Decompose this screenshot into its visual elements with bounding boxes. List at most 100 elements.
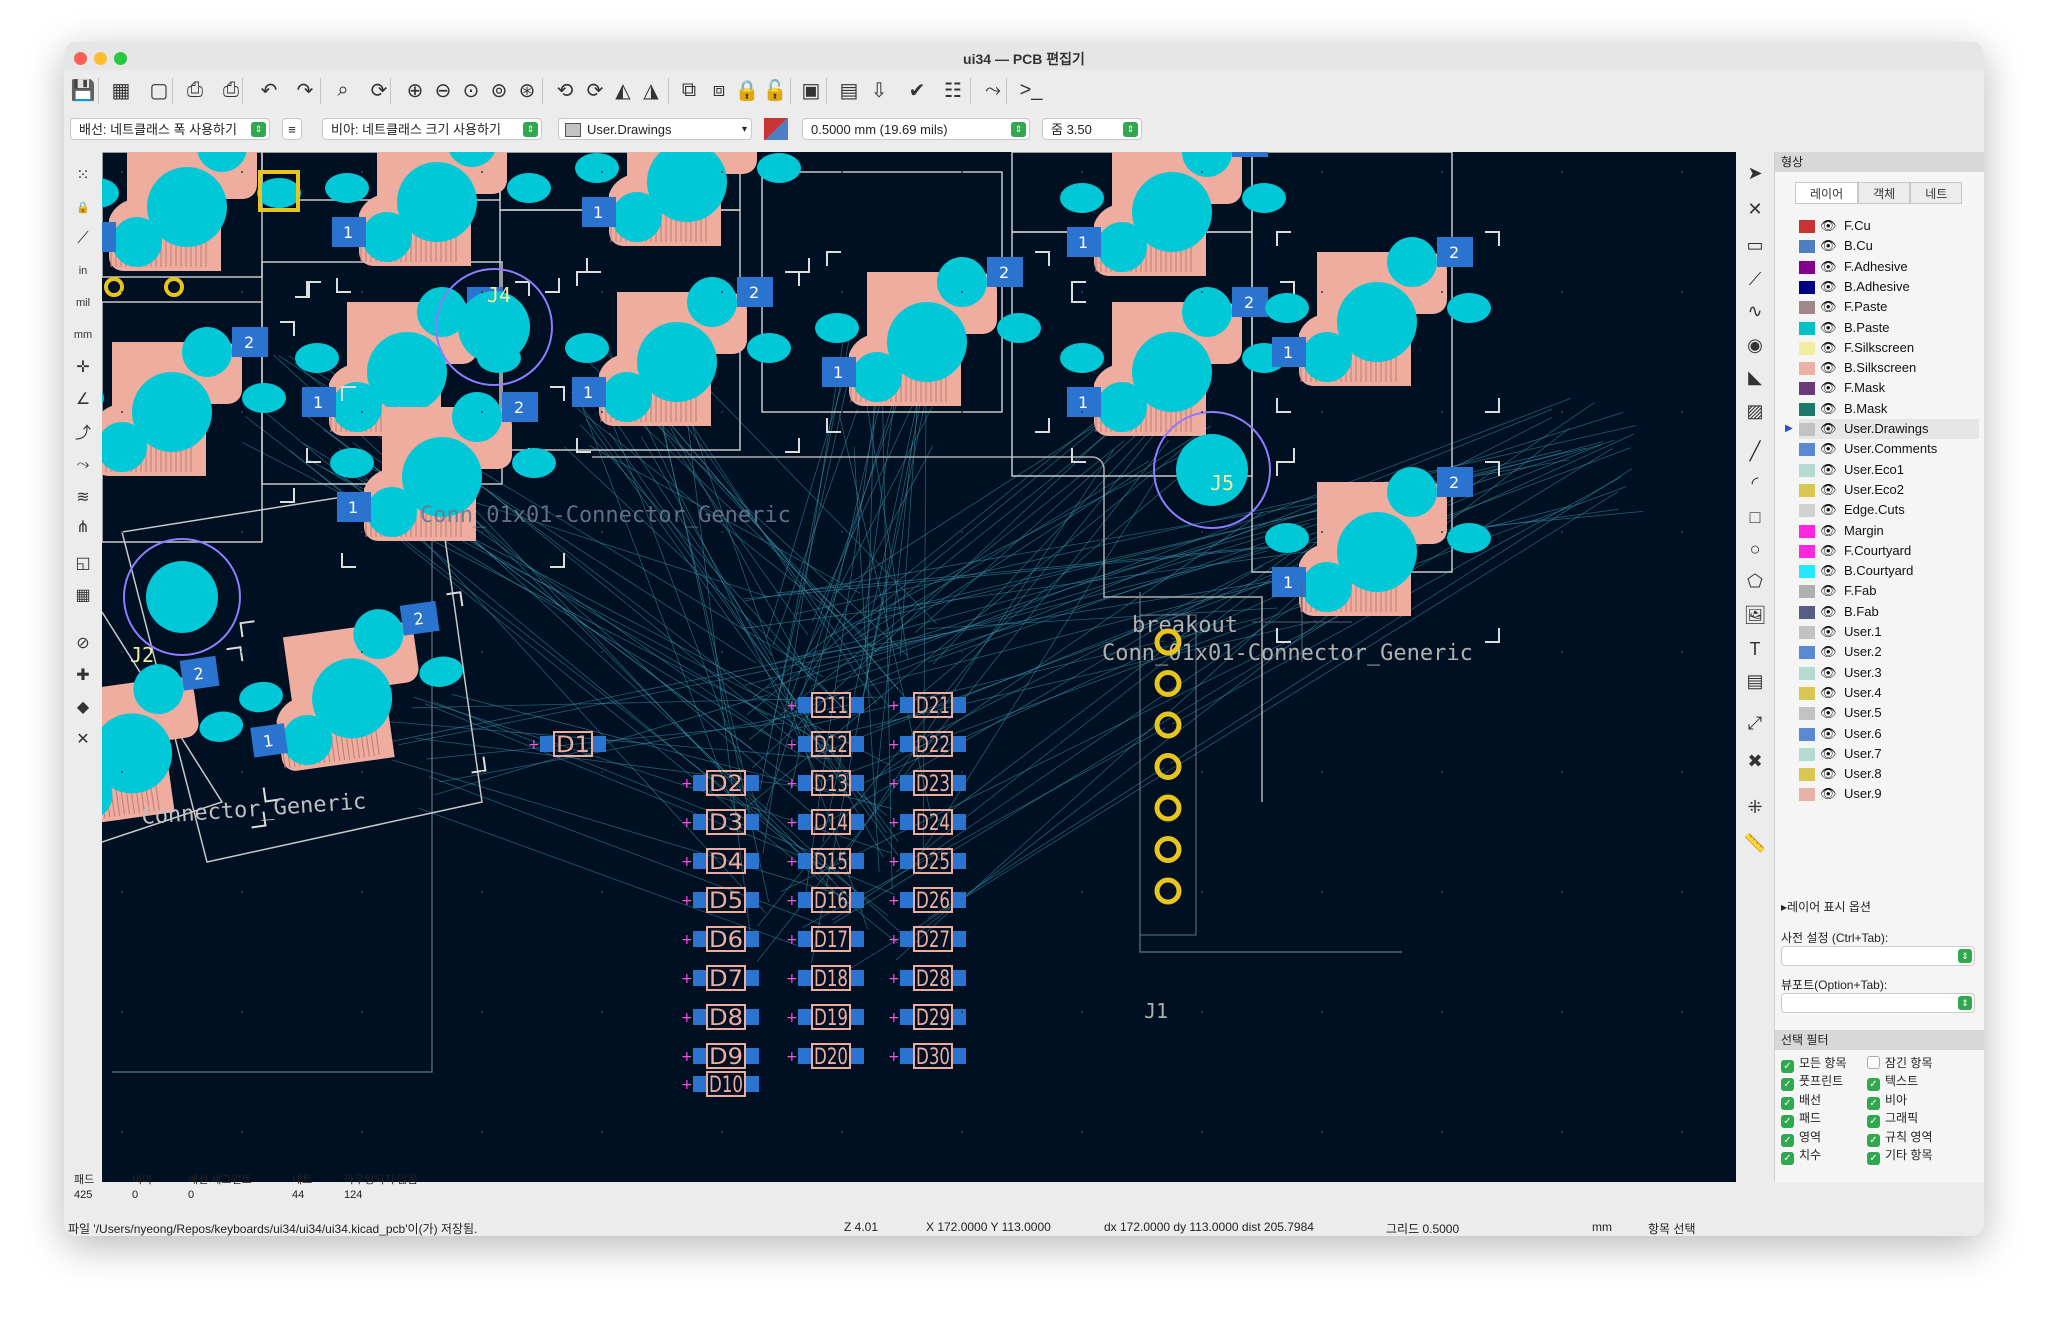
rotate-ccw-icon[interactable]: ⟲: [556, 79, 574, 102]
update-pcb-icon[interactable]: ⇩: [870, 79, 888, 102]
eye-icon[interactable]: 👁: [1820, 461, 1837, 477]
layer-row-f-fab[interactable]: 👁F.Fab: [1799, 581, 1979, 601]
draw-arc-icon[interactable]: ◜: [1751, 472, 1759, 493]
netclass-color-icon[interactable]: ✚: [76, 667, 90, 684]
grid-select[interactable]: 0.5000 mm (19.69 mils)⇕: [802, 118, 1030, 140]
zoom-window-button[interactable]: [114, 52, 127, 65]
zoom-fit-icon[interactable]: ⊙: [462, 79, 480, 102]
layer-row-b-courtyard[interactable]: 👁B.Courtyard: [1799, 561, 1979, 581]
eye-icon[interactable]: 👁: [1820, 603, 1837, 619]
ratsnest-icon[interactable]: ⟋: [77, 230, 89, 247]
layer-color-swatch[interactable]: [1799, 565, 1815, 579]
draw-line-icon[interactable]: ╱: [1749, 440, 1761, 461]
inch-units-icon[interactable]: in: [78, 265, 88, 277]
save-icon[interactable]: 💾: [70, 79, 96, 102]
layer-row-user-7[interactable]: 👁User.7: [1799, 744, 1979, 764]
layer-color-swatch[interactable]: [1799, 240, 1815, 254]
layer-row-user-eco1[interactable]: 👁User.Eco1: [1799, 460, 1979, 480]
draw-rect-icon[interactable]: □: [1749, 506, 1761, 527]
zoom-in-icon[interactable]: ⊕: [406, 79, 424, 102]
plot-icon[interactable]: ⎙: [223, 78, 239, 101]
layer-color-swatch[interactable]: [1799, 220, 1815, 233]
layer-color-swatch[interactable]: [1799, 605, 1815, 619]
lock-icon[interactable]: 🔒: [734, 79, 760, 102]
mm-units-icon[interactable]: mm: [73, 329, 93, 341]
eye-icon[interactable]: 👁: [1820, 258, 1837, 274]
layer-color-swatch[interactable]: [1799, 382, 1815, 396]
key-switch-footprint[interactable]: 21: [815, 251, 1050, 433]
filter-checkbox[interactable]: ✓텍스트: [1867, 1072, 1918, 1092]
layer-color-swatch[interactable]: [1799, 301, 1815, 315]
layer-display-options-toggle[interactable]: ▸레이어 표시 옵션: [1781, 900, 1871, 914]
layer-row-user-6[interactable]: 👁User.6: [1799, 724, 1979, 744]
layer-color-swatch[interactable]: [1799, 747, 1815, 761]
redo-icon[interactable]: ↷: [296, 79, 314, 102]
layer-color-swatch[interactable]: [1799, 362, 1815, 376]
layer-row-b-cu[interactable]: 👁B.Cu: [1799, 236, 1979, 256]
layer-row-user-8[interactable]: 👁User.8: [1799, 764, 1979, 784]
mil-units-icon[interactable]: mil: [75, 297, 91, 309]
select-arrow-icon[interactable]: ➤: [1747, 162, 1763, 183]
print-icon[interactable]: ⎙: [187, 78, 203, 101]
eye-icon[interactable]: 👁: [1820, 725, 1837, 741]
eye-icon[interactable]: 👁: [1820, 441, 1837, 457]
viewport-select[interactable]: ⇕: [1781, 993, 1975, 1013]
filter-checkbox[interactable]: ✓영역: [1781, 1128, 1821, 1147]
filter-checkbox[interactable]: ✓기타 항목: [1867, 1146, 1933, 1165]
checkbox-icon[interactable]: ✓: [1867, 1115, 1880, 1129]
layer-row-b-silkscreen[interactable]: 👁B.Silkscreen: [1799, 358, 1979, 378]
eye-icon[interactable]: 👁: [1820, 481, 1837, 497]
layer-row-user-3[interactable]: 👁User.3: [1799, 663, 1979, 683]
eye-icon[interactable]: 👁: [1820, 238, 1837, 254]
preset-select[interactable]: ⇕: [1781, 946, 1975, 966]
eye-icon[interactable]: 👁: [1820, 786, 1837, 802]
add-dimension-icon[interactable]: ⤢: [1747, 712, 1763, 733]
eye-icon[interactable]: 👁: [1820, 299, 1837, 315]
key-switch-footprint[interactable]: 21: [102, 646, 267, 858]
layer-row-b-paste[interactable]: 👁B.Paste: [1799, 318, 1979, 338]
key-switch-footprint[interactable]: 21: [1060, 152, 1295, 303]
key-switch-footprint[interactable]: 21: [1265, 231, 1500, 413]
tune-length-icon[interactable]: ∿: [1747, 300, 1763, 321]
track-settings-button[interactable]: ≡: [282, 118, 302, 140]
filter-checkbox[interactable]: ✓규칙 영역: [1867, 1128, 1933, 1147]
refresh-icon[interactable]: ⟳: [370, 79, 388, 102]
checkbox-icon[interactable]: ✓: [1781, 1096, 1794, 1110]
zoom-out-icon[interactable]: ⊖: [434, 79, 452, 102]
add-footprint-icon[interactable]: ▭: [1746, 234, 1764, 255]
eye-icon[interactable]: 👁: [1820, 522, 1837, 538]
key-switch-footprint[interactable]: 21: [102, 321, 295, 503]
zoom-objects-icon[interactable]: ⊚: [490, 79, 508, 102]
add-text-icon[interactable]: T: [1749, 638, 1761, 659]
layer-row-f-courtyard[interactable]: 👁F.Courtyard: [1799, 541, 1979, 561]
layer-row-b-mask[interactable]: 👁B.Mask: [1799, 399, 1979, 419]
eye-icon[interactable]: 👁: [1820, 644, 1837, 660]
layer-row-user-9[interactable]: 👁User.9: [1799, 784, 1979, 804]
filter-checkbox[interactable]: ✓그래픽: [1867, 1109, 1918, 1129]
checkbox-icon[interactable]: ✓: [1867, 1096, 1880, 1110]
draw-polygon-icon[interactable]: ⬠: [1747, 570, 1763, 591]
checkbox-icon[interactable]: [1867, 1056, 1880, 1069]
ratsnest-curve-icon[interactable]: ⤴: [74, 425, 91, 442]
pcb-canvas[interactable]: 2121212121212121212121212121J4J5J2J1Conn…: [102, 152, 1736, 1210]
polar-coords-icon[interactable]: ∠: [75, 391, 91, 408]
minimize-window-button[interactable]: [94, 52, 107, 65]
unlock-icon[interactable]: 🔓: [762, 79, 788, 102]
ratsnest-show-icon[interactable]: ⤳: [76, 456, 90, 473]
pcb-drawing[interactable]: 2121212121212121212121212121J4J5J2J1Conn…: [102, 152, 1736, 1210]
eye-icon[interactable]: 👁: [1820, 502, 1837, 518]
add-via-icon[interactable]: ◉: [1747, 334, 1763, 355]
tab-layers[interactable]: 레이어: [1795, 182, 1859, 204]
tab-objects[interactable]: 객체: [1858, 182, 1911, 204]
layer-stack-icon[interactable]: ◆: [76, 699, 90, 716]
filter-checkbox[interactable]: ✓치수: [1781, 1146, 1821, 1165]
track-width-select[interactable]: 배선: 네트클래스 폭 사용하기⇕: [70, 118, 270, 140]
layer-row-f-silkscreen[interactable]: 👁F.Silkscreen: [1799, 338, 1979, 358]
add-rule-area-icon[interactable]: ▨: [1746, 400, 1764, 421]
undo-icon[interactable]: ↶: [260, 79, 278, 102]
eye-icon[interactable]: 👁: [1820, 624, 1837, 639]
lock-icon[interactable]: 🔒: [76, 201, 90, 214]
layer-color-swatch[interactable]: [1799, 544, 1815, 558]
add-textbox-icon[interactable]: ▤: [1746, 670, 1764, 691]
layer-color-swatch[interactable]: [1799, 423, 1815, 436]
